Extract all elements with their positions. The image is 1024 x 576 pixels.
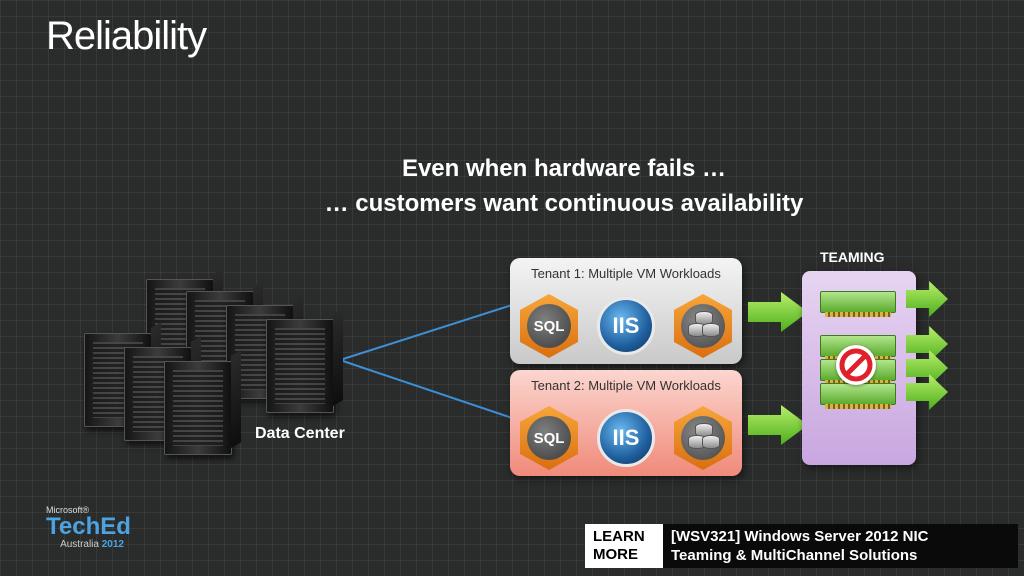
tenant-1-panel: Tenant 1: Multiple VM Workloads SQL IIS: [510, 258, 742, 364]
failure-prohibited-icon: [836, 345, 876, 385]
learn-more-box: LEARN MORE [WSV321] Windows Server 2012 …: [585, 524, 1018, 568]
datacenter-label: Data Center: [255, 425, 345, 442]
database-stack-icon: [674, 406, 732, 470]
iis-globe-icon: IIS: [597, 297, 655, 355]
nic-card-icon: [820, 383, 896, 409]
tenant-2-label: Tenant 2: Multiple VM Workloads: [531, 378, 721, 393]
headline-line-2: … customers want continuous availability: [324, 190, 804, 217]
teaming-label: TEAMING: [820, 249, 885, 265]
iis-globe-icon: IIS: [597, 409, 655, 467]
server-icon: [266, 319, 334, 413]
server-rack-group: [80, 275, 340, 455]
headline-line-1: Even when hardware fails …: [401, 155, 727, 182]
tenant-2-panel: Tenant 2: Multiple VM Workloads SQL IIS: [510, 370, 742, 476]
learn-more-label: LEARN MORE: [593, 528, 645, 563]
nic-card-icon: [820, 291, 896, 317]
tenant-1-label: Tenant 1: Multiple VM Workloads: [531, 266, 721, 281]
slide-title: Reliability: [46, 14, 207, 58]
server-icon: [164, 361, 232, 455]
connector-line-tenant2: [339, 359, 513, 419]
connector-line-tenant1: [339, 304, 513, 361]
database-stack-icon: [674, 294, 732, 358]
sql-server-icon: SQL: [520, 294, 578, 358]
sql-server-icon: SQL: [520, 406, 578, 470]
teched-logo: Microsoft® TechEd Australia 2012: [46, 505, 131, 550]
session-reference: [WSV321] Windows Server 2012 NIC Teaming…: [659, 524, 1018, 568]
